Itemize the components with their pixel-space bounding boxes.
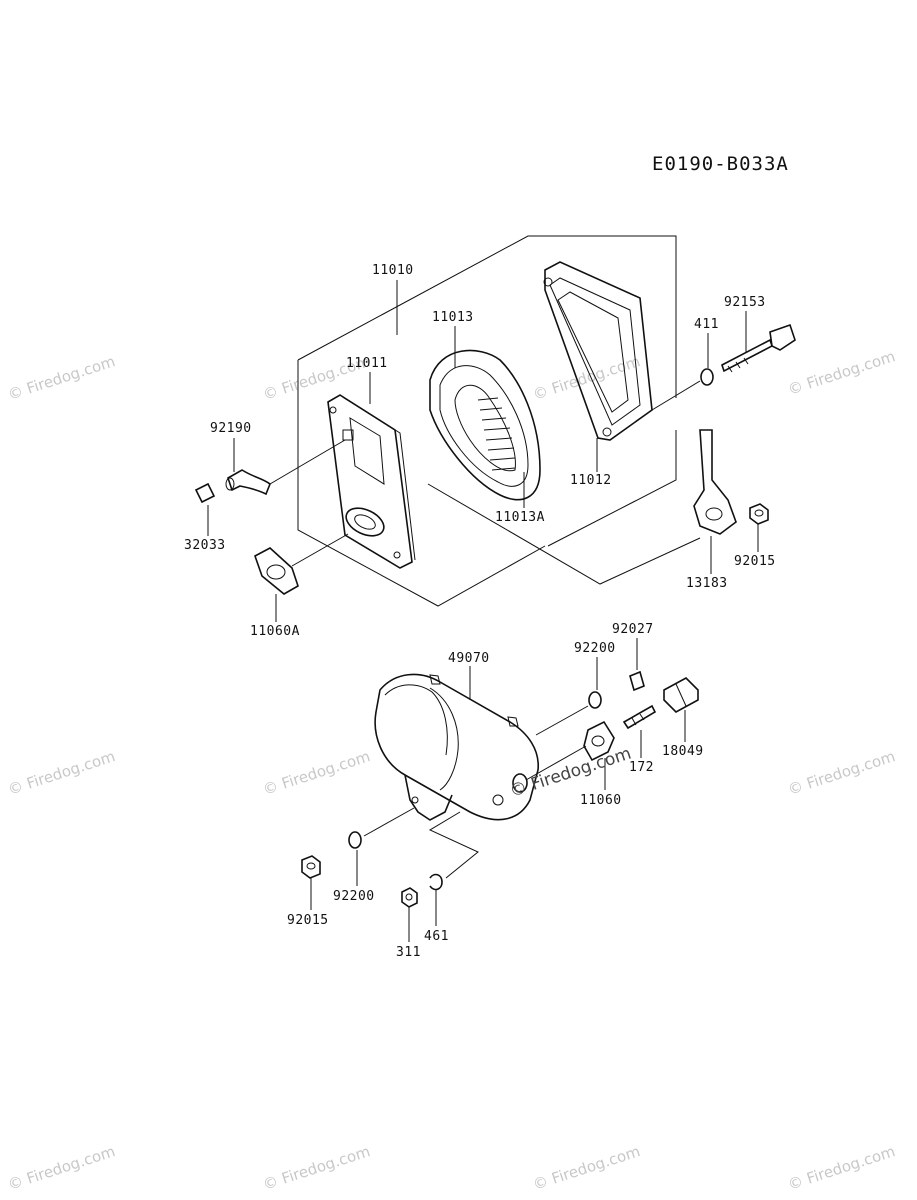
assembly-outline-left — [297, 360, 546, 607]
leader-lines — [207, 280, 759, 942]
part-label: 92153 — [724, 295, 766, 310]
part-label: 172 — [629, 760, 654, 775]
watermark: © Firedog.com — [6, 747, 118, 799]
watermark: © Firedog.com — [6, 1142, 118, 1194]
washer-92200-lower — [348, 831, 362, 849]
watermark: © Firedog.com — [531, 1142, 643, 1194]
part-labels: 11010 11011 11013 11012 411 92153 92190 … — [184, 263, 776, 960]
clamp-32033 — [194, 482, 216, 504]
leader — [269, 439, 346, 485]
part-92027 — [629, 670, 645, 692]
diagram-code: E0190-B033A — [652, 153, 789, 175]
nut-92015-upper — [749, 503, 769, 525]
part-label: 11013A — [495, 510, 545, 525]
part-label: 49070 — [448, 651, 490, 666]
part-label: 92015 — [287, 913, 329, 928]
washer-92200-upper — [588, 691, 602, 709]
air-cleaner-base — [327, 394, 416, 569]
stud-172 — [622, 704, 657, 730]
assembly-outline-right — [547, 430, 677, 547]
spark-arrester-18049 — [663, 677, 699, 713]
part-label: 11013 — [432, 310, 474, 325]
air-cleaner-cover — [543, 261, 653, 441]
part-label: 11012 — [570, 473, 612, 488]
part-label: 92015 — [734, 554, 776, 569]
gasket-11060A — [254, 547, 299, 595]
assembly-outline-top — [297, 235, 677, 398]
part-label: 32033 — [184, 538, 226, 553]
nut-92015-lower — [301, 855, 321, 879]
part-label: 11060 — [580, 793, 622, 808]
part-label: 461 — [424, 929, 449, 944]
watermark: © Firedog.com — [6, 352, 118, 404]
bracket-leader — [427, 483, 701, 585]
breather-hose-92190 — [225, 469, 271, 496]
air-filter-element — [429, 349, 541, 501]
part-label: 92200 — [333, 889, 375, 904]
leader — [363, 807, 415, 837]
nut-311 — [401, 887, 418, 908]
leader — [428, 811, 479, 879]
washer-411 — [700, 368, 714, 386]
leader — [535, 705, 589, 736]
part-label: 11010 — [372, 263, 414, 278]
watermark: © Firedog.com — [786, 1142, 898, 1194]
part-label: 92190 — [210, 421, 252, 436]
wing-bolt-92153 — [721, 323, 796, 373]
part-label: 92200 — [574, 641, 616, 656]
gasket-11060 — [583, 720, 615, 762]
lock-washer-461 — [429, 873, 443, 891]
part-label: 411 — [694, 317, 719, 332]
watermark-layer: © Firedog.com © Firedog.com © Firedog.co… — [6, 347, 898, 1194]
leader — [651, 380, 701, 411]
part-label: 18049 — [662, 744, 704, 759]
leader — [525, 745, 587, 781]
part-label: 13183 — [686, 576, 728, 591]
watermark: © Firedog.com — [786, 747, 898, 799]
watermark: © Firedog.com — [786, 347, 898, 399]
watermark: © Firedog.com — [261, 1142, 373, 1194]
part-label: 311 — [396, 945, 421, 960]
watermark: © Firedog.com — [261, 747, 373, 799]
part-label: 11011 — [346, 356, 388, 371]
part-label: 11060A — [250, 624, 300, 639]
bracket-13183 — [693, 429, 737, 535]
part-label: 92027 — [612, 622, 654, 637]
leader — [291, 533, 349, 567]
muffler-49070 — [374, 673, 539, 821]
